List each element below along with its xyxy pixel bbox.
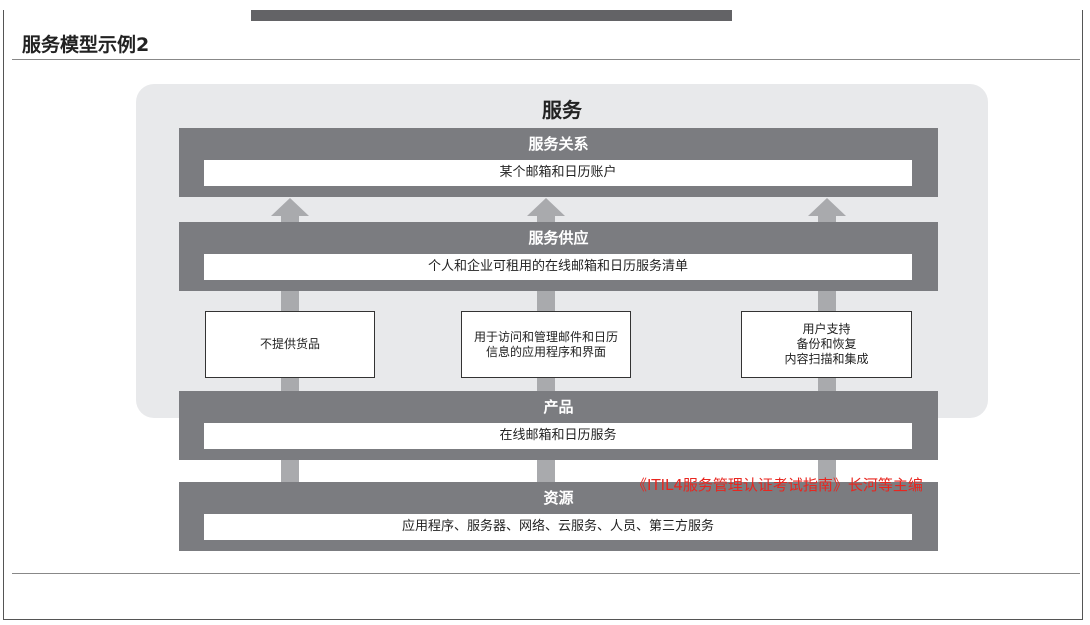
title-divider [12, 59, 1080, 60]
layer-label: 服务关系 [528, 135, 589, 153]
page-title: 服务模型示例2 [22, 34, 150, 56]
component-box: 用于访问和管理邮件和日历 信息的应用程序和界面 [461, 311, 631, 378]
layer-content: 个人和企业可租用的在线邮箱和日历服务清单 [204, 254, 912, 280]
arrow-up-icon [527, 198, 565, 216]
arrow-up-icon [808, 198, 846, 216]
layer-content: 应用程序、服务器、网络、云服务、人员、第三方服务 [204, 514, 912, 540]
page-frame [3, 10, 1083, 620]
source-watermark: 《ITIL4服务管理认证考试指南》长河等主编 [632, 476, 923, 494]
layer-label: 资源 [543, 489, 574, 507]
component-box: 不提供货品 [205, 311, 375, 378]
service-title: 服务 [542, 98, 582, 122]
arrow-up-icon [271, 198, 309, 216]
component-box: 用户支持 备份和恢复 内容扫描和集成 [741, 311, 912, 378]
layer-content: 在线邮箱和日历服务 [204, 423, 912, 449]
layer-resources: 资源 应用程序、服务器、网络、云服务、人员、第三方服务 [179, 482, 938, 551]
bottom-divider [12, 573, 1080, 574]
layer-label: 产品 [543, 398, 574, 416]
layer-product: 产品 在线邮箱和日历服务 [179, 391, 938, 460]
layer-service-relationship: 服务关系 某个邮箱和日历账户 [179, 128, 938, 197]
layer-label: 服务供应 [528, 229, 589, 247]
layer-content: 某个邮箱和日历账户 [204, 160, 912, 186]
layer-service-offering: 服务供应 个人和企业可租用的在线邮箱和日历服务清单 [179, 222, 938, 291]
top-bar [251, 10, 732, 21]
